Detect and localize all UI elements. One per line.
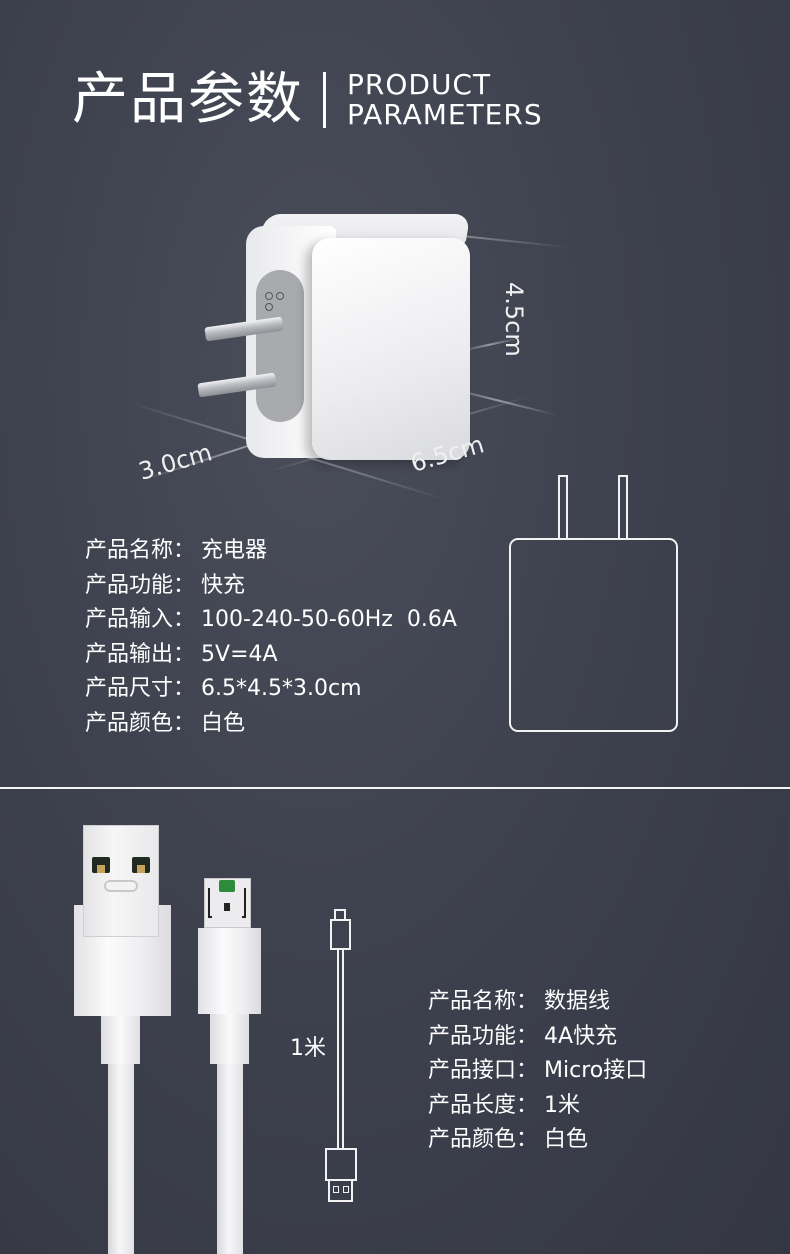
usb-cable-wire (108, 1064, 134, 1254)
spec-value: 1米 (544, 1092, 581, 1118)
spec-key: 产品颜色： (85, 710, 196, 736)
cable-length-label: 1米 (290, 1036, 326, 1061)
certification-icon (265, 292, 273, 300)
outline-usb-tip (328, 1179, 353, 1202)
outline-micro-head (330, 919, 351, 950)
title-en-line2: PARAMETERS (347, 98, 543, 131)
micro-chip-icon (219, 880, 235, 892)
title-divider (323, 72, 326, 128)
spec-value: 5V=4A (201, 641, 278, 667)
spec-key: 产品输入： (85, 607, 196, 632)
spec-value: 快充 (201, 572, 246, 598)
spec-key: 产品功能： (428, 1023, 539, 1049)
spec-key: 产品长度： (428, 1092, 539, 1118)
spec-key: 产品尺寸： (85, 676, 196, 701)
outline-usb-pin (343, 1186, 349, 1193)
outline-prong (558, 475, 568, 539)
usb-strain-relief (101, 1016, 140, 1064)
page-title: 产品参数 (72, 67, 304, 132)
spec-value: 充电器 (201, 538, 268, 563)
dimension-depth-label: 3.0cm (135, 438, 216, 486)
spec-value: 白色 (544, 1127, 589, 1152)
dimension-height-label: 4.5cm (500, 282, 528, 357)
spec-key: 产品名称： (428, 989, 539, 1014)
spec-row-input: 产品输入：100-240-50-60Hz 0.6A (85, 603, 457, 638)
outline-body (509, 538, 678, 732)
title-en-line1: PRODUCT (347, 68, 492, 101)
usb-pin-icon (92, 857, 110, 873)
spec-row-name: 产品名称：数据线 (428, 985, 647, 1020)
outline-prong (618, 475, 628, 539)
spec-row-color: 产品颜色：白色 (85, 707, 457, 742)
spec-value: Micro接口 (544, 1058, 648, 1083)
outline-usb-head (325, 1148, 357, 1181)
certification-icon (276, 292, 284, 300)
spec-value: 白色 (201, 710, 246, 736)
certification-icon (265, 303, 273, 311)
spec-key: 产品名称： (85, 538, 196, 563)
micro-contact-icon (224, 903, 230, 911)
charger-front-face (312, 238, 470, 460)
spec-value: 4A快充 (544, 1023, 618, 1049)
outline-cable (337, 950, 344, 1150)
micro-contact-icon (208, 888, 212, 918)
spec-row-color: 产品颜色：白色 (428, 1123, 647, 1158)
spec-value: 100-240-50-60Hz 0.6A (201, 607, 457, 632)
outline-usb-pin (333, 1186, 339, 1193)
spec-row-length: 产品长度：1米 (428, 1089, 647, 1124)
spec-row-size: 产品尺寸：6.5*4.5*3.0cm (85, 672, 457, 707)
page-title-english: PRODUCT PARAMETERS (347, 70, 543, 130)
spec-row-output: 产品输出：5V=4A (85, 638, 457, 673)
spec-row-function: 产品功能：快充 (85, 569, 457, 604)
spec-row-interface: 产品接口：Micro接口 (428, 1054, 647, 1089)
micro-cable-wire (217, 1064, 243, 1254)
spec-row-function: 产品功能：4A快充 (428, 1020, 647, 1055)
micro-strain-relief (210, 1014, 249, 1064)
spec-key: 产品颜色： (428, 1127, 539, 1152)
usb-pin-icon (132, 857, 150, 873)
spec-value: 数据线 (544, 989, 611, 1014)
charger-label-plate (256, 270, 304, 422)
spec-key: 产品接口： (428, 1058, 539, 1083)
spec-row-name: 产品名称：充电器 (85, 534, 457, 569)
charger-spec-list: 产品名称：充电器 产品功能：快充 产品输入：100-240-50-60Hz 0.… (85, 534, 457, 741)
usb-slot-icon (104, 880, 138, 892)
micro-contact-icon (242, 888, 246, 918)
micro-usb-housing (198, 928, 261, 1014)
spec-key: 产品功能： (85, 572, 196, 598)
cable-spec-list: 产品名称：数据线 产品功能：4A快充 产品接口：Micro接口 产品长度：1米 … (428, 985, 647, 1158)
spec-value: 6.5*4.5*3.0cm (201, 676, 362, 701)
spec-key: 产品输出： (85, 641, 196, 667)
section-divider (0, 787, 790, 789)
